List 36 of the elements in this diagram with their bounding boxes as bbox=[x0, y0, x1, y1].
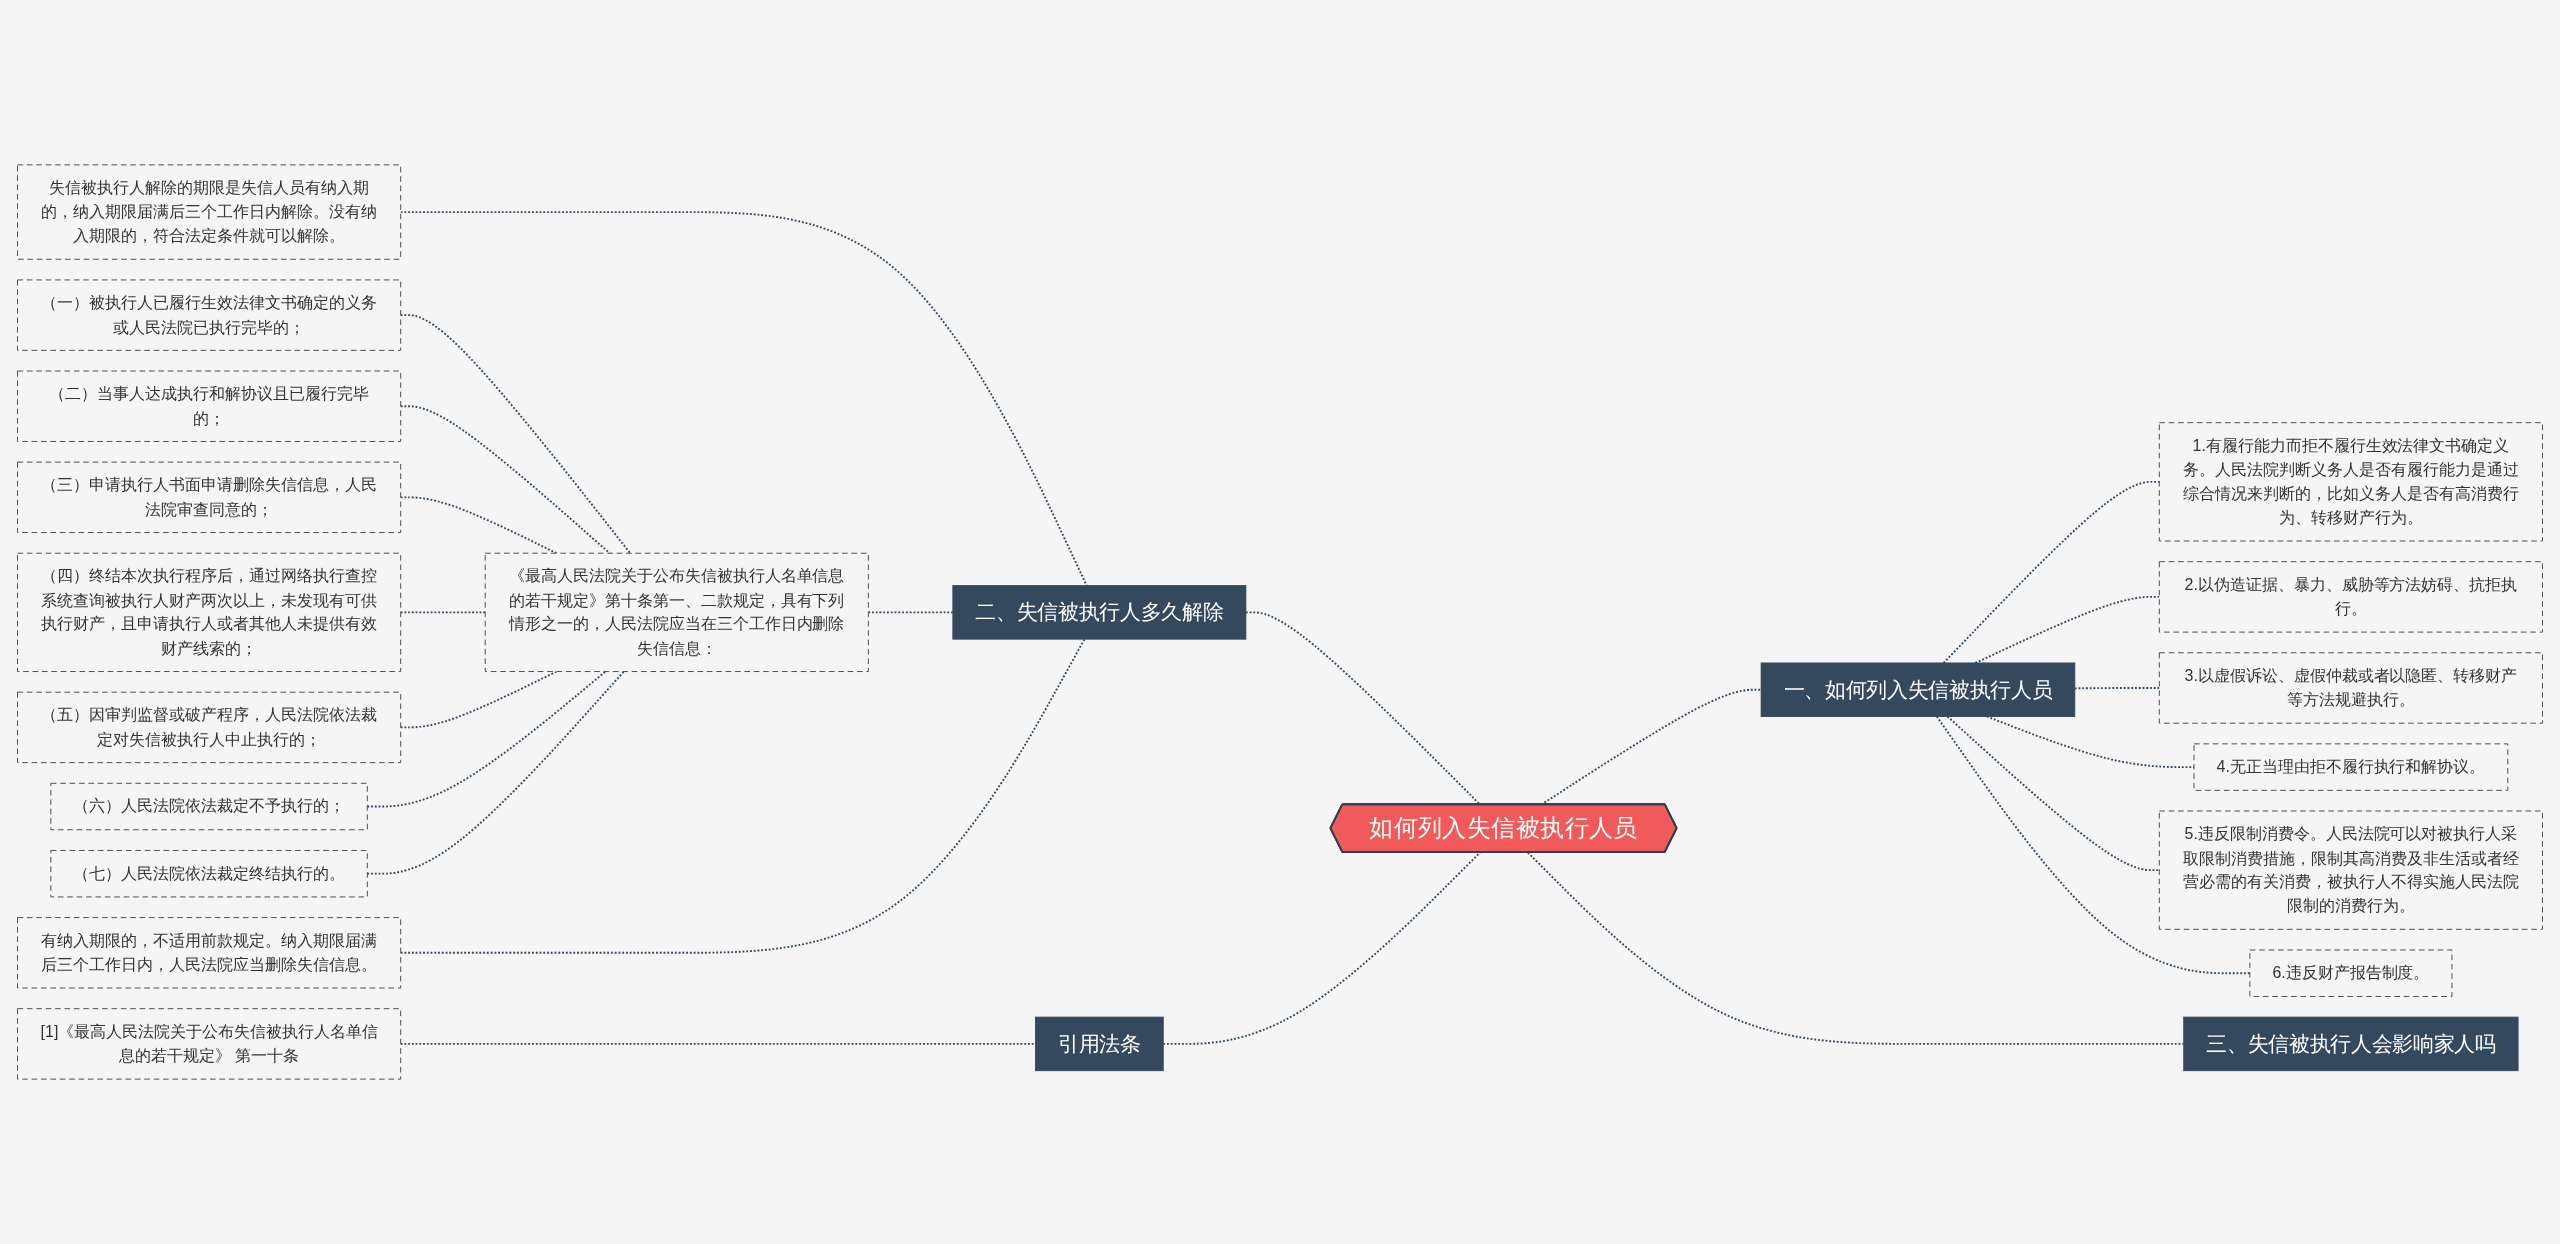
node-box: （一）被执行人已履行生效法律文书确定的义务或人民法院已执行完毕的； bbox=[17, 279, 402, 351]
connector bbox=[1244, 611, 1481, 806]
node-box: （三）申请执行人书面申请删除失信信息，人民法院审查同意的； bbox=[17, 461, 402, 533]
connector bbox=[1162, 851, 1481, 1045]
connector bbox=[399, 670, 558, 729]
connector bbox=[399, 1042, 1037, 1045]
node-box: 4.无正当理由拒不履行执行和解协议。 bbox=[2193, 743, 2509, 791]
node-box: 2.以伪造证据、暴力、威胁等方法妨碍、抗拒执行。 bbox=[2158, 561, 2543, 633]
node-box: （六）人民法院依法裁定不予执行的； bbox=[50, 782, 368, 831]
connector bbox=[1935, 715, 2251, 975]
node-box: （五）因审判监督或破产程序，人民法院依法裁定对失信被执行人中止执行的； bbox=[17, 691, 402, 764]
node-box: 一、如何列入失信被执行人员 bbox=[1760, 662, 2076, 717]
connector bbox=[1946, 715, 2161, 872]
node-box: （二）当事人达成执行和解协议且已履行完毕的； bbox=[17, 370, 402, 442]
connector bbox=[399, 611, 487, 614]
connector bbox=[366, 670, 625, 875]
connector bbox=[1942, 480, 2161, 664]
node-box: 5.违反限制消费令。人民法院可以对被执行人采取限制消费措施，限制其高消费及非生活或者经营必需的有关消费，被执行人不得实施人民法院限制的消费行为。 bbox=[2158, 810, 2543, 930]
connector bbox=[399, 496, 558, 555]
connector bbox=[399, 405, 611, 555]
node-box: [1]《最高人民法院关于公布失信被执行人名单信息的若干规定》 第一十条 bbox=[17, 1008, 402, 1080]
connector bbox=[399, 638, 1086, 954]
node-box: 二、失信被执行人多久解除 bbox=[952, 585, 1247, 640]
node-box: 失信被执行人解除的期限是失信人员有纳入期的，纳入期限届满后三个工作日内解除。没有纳入期限的，符合法定条件就可以解除。 bbox=[17, 164, 402, 260]
node-box: 6.违反财产报告制度。 bbox=[2249, 949, 2453, 997]
connector bbox=[2073, 687, 2161, 690]
node-box: 《最高人民法院关于公布失信被执行人名单信息的若干规定》第十条第一、二款规定，具有下列情形之一的，人民法院应当在三个工作日内删除失信信息： bbox=[484, 552, 869, 672]
node-box: 三、失信被执行人会影响家人吗 bbox=[2183, 1016, 2519, 1072]
connector bbox=[366, 670, 607, 808]
connector bbox=[399, 314, 632, 555]
node-box: （四）终结本次执行程序后，通过网络执行查控系统查询被执行人财产两次以上，未发现有可供执行财产，且申请执行人或者其他人未提供有效财产线索的； bbox=[17, 552, 402, 672]
node-box: （七）人民法院依法裁定终结执行的。 bbox=[50, 849, 368, 898]
node-box: 引用法条 bbox=[1035, 1016, 1164, 1072]
node-box: 1.有履行能力而拒不履行生效法律文书确定义务。人民法院判断义务人是否有履行能力是通过综合情况来判断的，比如义务人是否有高消费行为、转移财产行为。 bbox=[2158, 422, 2543, 542]
node-box: 3.以虚假诉讼、虚假仲裁或者以隐匿、转移财产等方法规避执行。 bbox=[2158, 652, 2543, 724]
node-box: 有纳入期限的，不适用前款规定。纳入期限届满后三个工作日内，人民法院应当删除失信信息。 bbox=[17, 917, 402, 989]
